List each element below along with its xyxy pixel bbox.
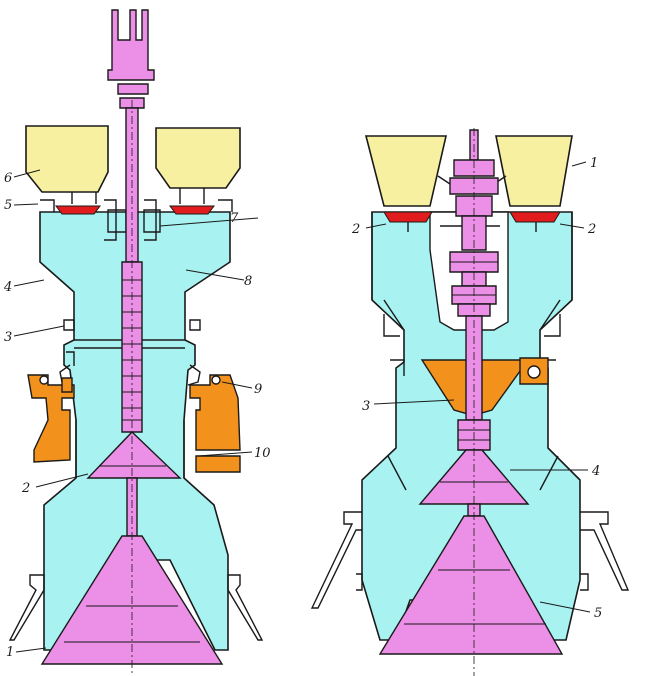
left-label-9: 9 — [254, 382, 262, 397]
right-collar-3 — [455, 195, 493, 217]
right-collar-2 — [449, 177, 499, 195]
left-feeder-plate-right — [169, 205, 215, 215]
right-label-4: 4 — [591, 464, 600, 479]
right-cone-5-lines — [404, 569, 546, 625]
right-flange-mid — [383, 314, 561, 337]
left-hopper-6 — [25, 125, 109, 193]
left-label-3: 3 — [4, 330, 12, 345]
right-base-brackets — [356, 573, 589, 591]
left-drive-left-cap — [61, 377, 73, 393]
left-cone-lower-lines — [64, 605, 200, 643]
left-drive-left — [27, 374, 75, 463]
left-label-6: 6 — [4, 171, 12, 186]
right-label-1: 1 — [590, 156, 598, 171]
left-drive-left-knob — [39, 375, 49, 385]
left-neck-brackets — [63, 319, 201, 366]
right-upper-walls — [371, 212, 573, 331]
right-label-2-left: 2 — [351, 222, 360, 237]
right-leader-lines — [365, 161, 591, 613]
right-crusher: 1 2 2 3 4 5 — [310, 128, 630, 676]
left-drive-right — [189, 374, 241, 451]
left-base-support-right — [227, 574, 264, 641]
left-base-support-left — [8, 574, 45, 641]
right-leg-left — [310, 511, 362, 609]
left-leader-lines — [13, 169, 259, 653]
left-crusher: 6 5 4 3 2 1 7 8 9 10 — [3, 9, 271, 676]
left-label-7: 7 — [230, 211, 239, 226]
left-label-2: 2 — [21, 481, 30, 496]
left-drive-right-base — [195, 455, 241, 473]
left-collars — [40, 199, 233, 241]
right-feeder-right — [509, 211, 561, 223]
right-drive-knob — [527, 365, 541, 379]
left-label-8: 8 — [244, 274, 252, 289]
right-hopper-left — [364, 135, 448, 207]
left-hopper-outlets — [71, 188, 205, 204]
right-label-2-right: 2 — [587, 222, 596, 237]
left-lower-walls — [75, 420, 185, 478]
right-feeder-stems — [407, 222, 537, 232]
right-shaft-upper — [461, 215, 487, 251]
right-cone-5 — [378, 515, 564, 655]
right-label-3: 3 — [362, 399, 370, 414]
left-drive-right-knob — [211, 375, 221, 385]
right-feeder-left — [383, 211, 433, 223]
left-feeder-plate-left — [55, 205, 101, 215]
right-leg-right — [580, 511, 630, 591]
right-hopper-right — [495, 135, 573, 207]
left-label-5: 5 — [4, 198, 12, 213]
left-label-1: 1 — [6, 645, 14, 660]
left-top-drive — [107, 9, 155, 81]
left-label-10: 10 — [254, 446, 271, 461]
right-label-5: 5 — [594, 606, 602, 621]
right-lower-braces — [387, 455, 559, 491]
left-label-4: 4 — [3, 280, 12, 295]
left-top-coupling — [117, 83, 149, 95]
left-hopper-right — [155, 127, 241, 189]
